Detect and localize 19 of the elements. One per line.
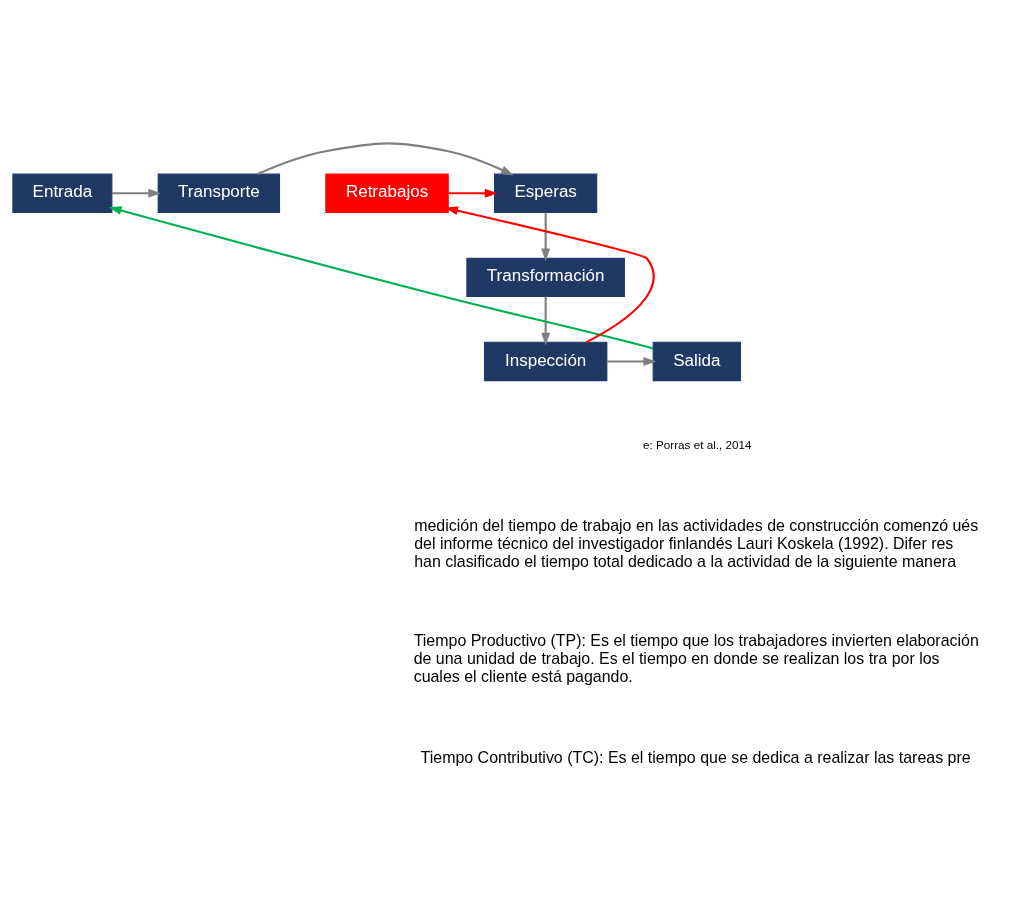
label: Tiempo Contributivo (TC): Es el tiempo que se dedica a realizar las tareas pre — [420, 749, 971, 767]
arrow — [111, 188, 162, 198]
node-box: Entrada — [12, 173, 113, 213]
arrow — [257, 142, 514, 176]
node-box: Salida — [652, 341, 741, 382]
node-box: Transformación — [466, 257, 625, 298]
arrow — [445, 206, 655, 344]
arrow — [541, 212, 551, 262]
arrow — [448, 188, 498, 198]
node-box: Inspección — [483, 341, 608, 382]
node-box: Esperas — [494, 173, 598, 213]
node-box: Transporte — [157, 173, 281, 213]
arrow — [607, 357, 657, 366]
arrow — [108, 206, 654, 350]
label: medición del tiempo de trabajo en las actividades de construcción comenzó ués del informe técnico del investigador finlandés Lauri Koskela (1992). Difer res han clasificado el tiempo total dedicado a la actividad de la siguiente manera — [414, 516, 979, 570]
label: Tiempo Productivo (TP): Es el tiempo que los trabajadores invierten elaboración de una unidad de trabajo. Es el tiempo en donde se realizan los tra por los cuales el cliente está pagando. — [413, 631, 979, 685]
label: e: Porras et al., 2014 — [643, 437, 752, 451]
arrow — [541, 296, 551, 346]
node-box: Retrabajos — [325, 173, 449, 213]
